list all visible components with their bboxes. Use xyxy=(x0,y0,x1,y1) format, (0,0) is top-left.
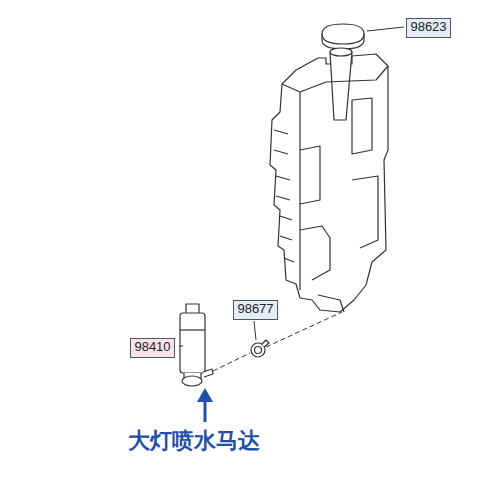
neck-opening xyxy=(330,48,352,56)
tank-cap xyxy=(322,24,364,49)
callout-number: 98410 xyxy=(131,339,174,355)
tank-outlet xyxy=(318,295,344,312)
tank-detail xyxy=(300,146,330,280)
washer-tank xyxy=(270,54,388,312)
pump-outlet xyxy=(203,369,213,377)
pointer-arrowhead xyxy=(197,388,213,402)
callout-number: 98677 xyxy=(234,301,277,317)
pump-band xyxy=(180,329,205,330)
callout-number: 98623 xyxy=(407,19,450,35)
pump-body xyxy=(180,313,205,373)
pump-grommet xyxy=(182,376,202,386)
leader-line xyxy=(254,321,256,340)
pointer-arrow xyxy=(204,400,207,422)
part-caption: 大灯喷水马达 xyxy=(128,426,260,456)
callout-box: 98410 xyxy=(130,338,175,358)
callout-box: 98677 xyxy=(233,300,278,320)
assembly-line xyxy=(213,312,342,371)
leader-line xyxy=(179,346,183,347)
callout-box: 98623 xyxy=(406,18,451,38)
leader-line xyxy=(367,27,404,31)
tank-ribs xyxy=(274,130,294,262)
tank-edge xyxy=(282,66,388,290)
clamp-hole xyxy=(255,347,262,354)
tank-detail xyxy=(352,98,378,248)
filler-neck xyxy=(330,52,352,120)
cap-rim xyxy=(322,34,364,44)
